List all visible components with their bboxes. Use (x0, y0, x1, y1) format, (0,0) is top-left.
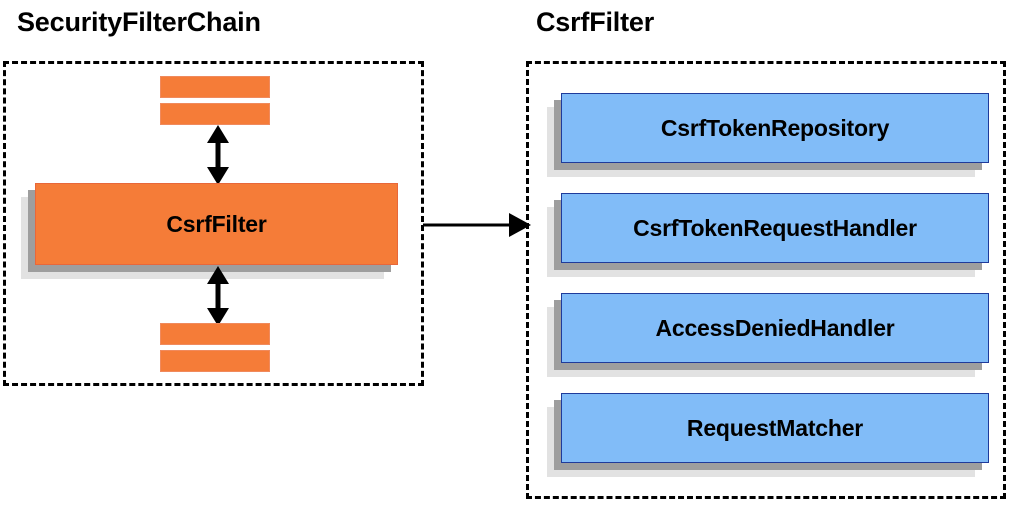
filter-bar-above-1 (160, 76, 270, 98)
security-filter-chain-panel (3, 61, 424, 386)
csrf-filter-to-detail-arrow (423, 213, 531, 237)
csrf-filter-label: CsrfFilter (166, 210, 267, 237)
collaborator-face[interactable]: RequestMatcher (561, 393, 989, 463)
bidirectional-arrow-above (207, 125, 229, 185)
page-title-security-filter-chain: SecurityFilterChain (17, 7, 261, 37)
collaborator-node-access-denied-handler[interactable]: AccessDeniedHandler (547, 293, 989, 377)
collaborator-face[interactable]: CsrfTokenRequestHandler (561, 193, 989, 263)
collaborator-label: AccessDeniedHandler (655, 314, 895, 341)
collaborator-face[interactable]: CsrfTokenRepository (561, 93, 989, 163)
csrf-filter-node[interactable]: CsrfFilter (21, 183, 398, 279)
csrf-filter-face[interactable]: CsrfFilter (35, 183, 398, 265)
collaborator-node-csrf-token-repository[interactable]: CsrfTokenRepository (547, 93, 989, 177)
filter-bar-below-2 (160, 350, 270, 372)
filter-bar-above-2 (160, 103, 270, 125)
page-title-csrf-filter: CsrfFilter (536, 7, 655, 37)
collaborator-label: CsrfTokenRequestHandler (633, 214, 917, 241)
collaborator-node-request-matcher[interactable]: RequestMatcher (547, 393, 989, 477)
collaborator-face[interactable]: AccessDeniedHandler (561, 293, 989, 363)
bidirectional-arrow-below (207, 266, 229, 326)
collaborator-label: CsrfTokenRepository (660, 114, 890, 141)
filter-bar-below-1 (160, 323, 270, 345)
collaborator-label: RequestMatcher (686, 414, 864, 441)
collaborator-node-csrf-token-request-handler[interactable]: CsrfTokenRequestHandler (547, 193, 989, 277)
csrf-filter-detail-panel (526, 61, 1006, 499)
